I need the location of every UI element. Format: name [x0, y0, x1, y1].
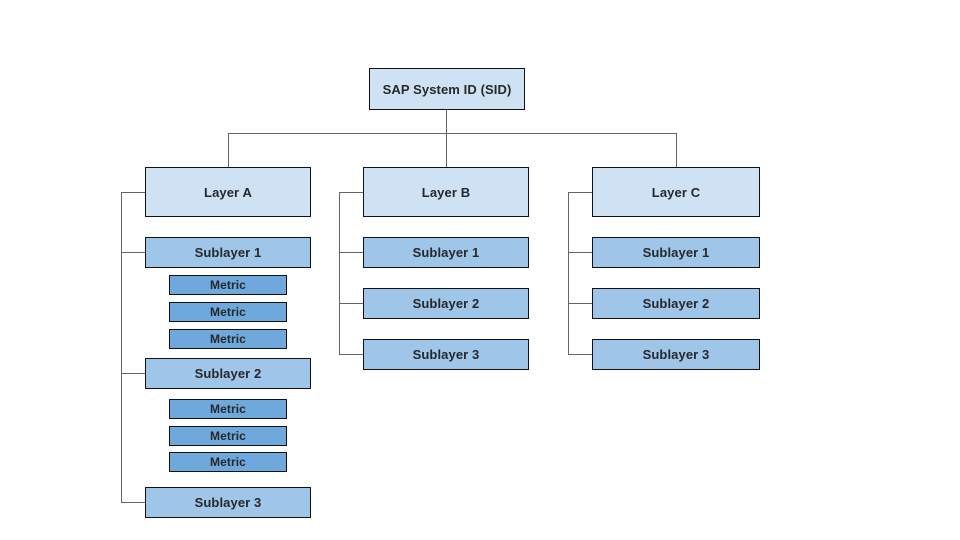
connector-top-horizontal — [228, 133, 677, 134]
connector-c-to-sublayer-3 — [568, 354, 592, 355]
connector-a-to-sublayer-3 — [121, 502, 145, 503]
connector-c-to-sublayer-1 — [568, 252, 592, 253]
layer-a-sublayer-2-metric-3: Metric — [169, 452, 287, 472]
connector-drop-layer-a — [228, 133, 229, 167]
layer-b-sublayer-2-node: Sublayer 2 — [363, 288, 529, 319]
layer-a-sublayer-2-node: Sublayer 2 — [145, 358, 311, 389]
connector-c-to-layer — [568, 192, 592, 193]
connector-a-to-layer — [121, 192, 145, 193]
layer-a-sublayer-2-metric-1: Metric — [169, 399, 287, 419]
connector-column-a-vertical — [121, 192, 122, 502]
connector-drop-layer-c — [676, 133, 677, 167]
connector-c-to-sublayer-2 — [568, 303, 592, 304]
layer-b-sublayer-1-node: Sublayer 1 — [363, 237, 529, 268]
connector-drop-layer-b — [446, 133, 447, 167]
connector-b-to-sublayer-2 — [339, 303, 363, 304]
connector-b-to-sublayer-3 — [339, 354, 363, 355]
layer-b-node: Layer B — [363, 167, 529, 217]
layer-a-sublayer-1-node: Sublayer 1 — [145, 237, 311, 268]
connector-b-to-layer — [339, 192, 363, 193]
connector-b-to-sublayer-1 — [339, 252, 363, 253]
connector-a-to-sublayer-2 — [121, 373, 145, 374]
root-node-sap-system-id: SAP System ID (SID) — [369, 68, 525, 110]
connector-a-to-sublayer-1 — [121, 252, 145, 253]
layer-a-sublayer-3-node: Sublayer 3 — [145, 487, 311, 518]
connector-column-c-vertical — [568, 192, 569, 354]
layer-a-sublayer-1-metric-3: Metric — [169, 329, 287, 349]
layer-c-sublayer-2-node: Sublayer 2 — [592, 288, 760, 319]
layer-a-node: Layer A — [145, 167, 311, 217]
layer-c-node: Layer C — [592, 167, 760, 217]
layer-a-sublayer-1-metric-2: Metric — [169, 302, 287, 322]
layer-a-sublayer-1-metric-1: Metric — [169, 275, 287, 295]
connector-column-b-vertical — [339, 192, 340, 354]
layer-a-sublayer-2-metric-2: Metric — [169, 426, 287, 446]
layer-c-sublayer-3-node: Sublayer 3 — [592, 339, 760, 370]
layer-c-sublayer-1-node: Sublayer 1 — [592, 237, 760, 268]
layer-b-sublayer-3-node: Sublayer 3 — [363, 339, 529, 370]
connector-root-stem — [446, 110, 447, 133]
